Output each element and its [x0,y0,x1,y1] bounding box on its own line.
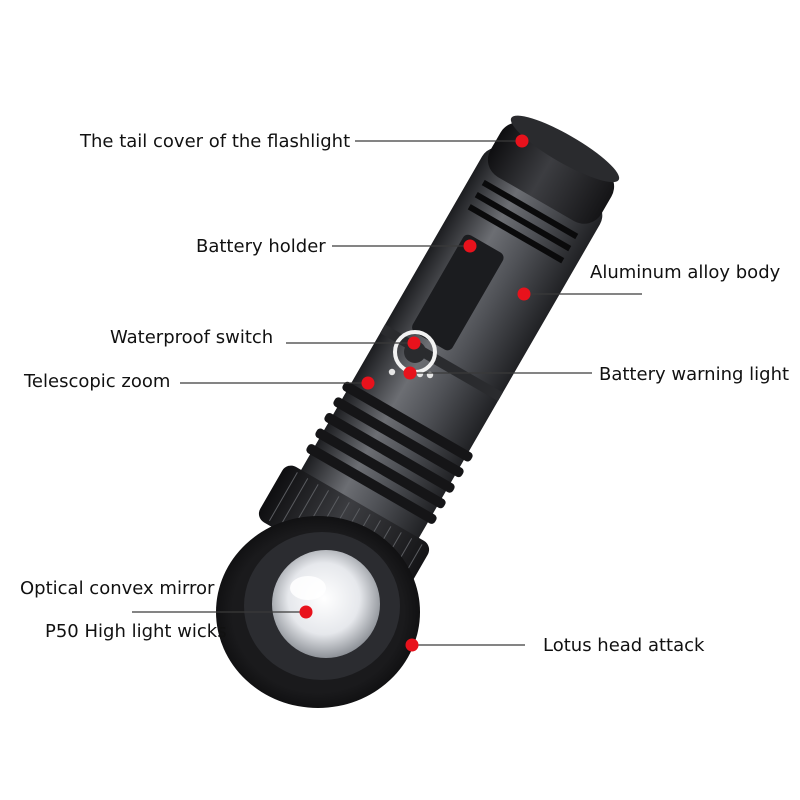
marker-battery-warning [403,366,417,380]
marker-battery-holder [463,239,477,253]
marker-telescopic-zoom [361,376,375,390]
tail-grip [467,179,579,264]
indicator-led [388,368,396,376]
label-aluminum-body: Aluminum alloy body [590,262,781,283]
label-battery-holder: Battery holder [196,236,326,257]
flashlight-illustration [216,115,620,708]
labels: The tail cover of the flashlight Battery… [20,131,789,656]
label-waterproof-switch: Waterproof switch [110,327,273,348]
label-p50-wicks: P50 High light wicks [45,621,227,642]
marker-waterproof-switch [407,336,421,350]
markers [299,134,531,652]
leader-lines [132,140,642,646]
label-optical-mirror: Optical convex mirror [20,578,215,599]
lens-highlight [290,576,326,600]
indicator-led [416,370,424,378]
label-tail-cover: The tail cover of the flashlight [79,131,350,152]
label-lotus-head: Lotus head attack [543,635,705,656]
marker-tail-cover [515,134,529,148]
convex-lens [272,550,380,658]
cooling-fins [306,381,473,524]
tail-cap [487,122,615,224]
marker-optical-mirror [299,605,313,619]
label-battery-warning: Battery warning light [599,364,789,385]
battery-holder-window [412,234,504,351]
label-telescopic-zoom: Telescopic zoom [23,371,170,392]
marker-aluminum-body [517,287,531,301]
tail-cap-top [510,115,620,183]
marker-lotus-head [405,638,419,652]
